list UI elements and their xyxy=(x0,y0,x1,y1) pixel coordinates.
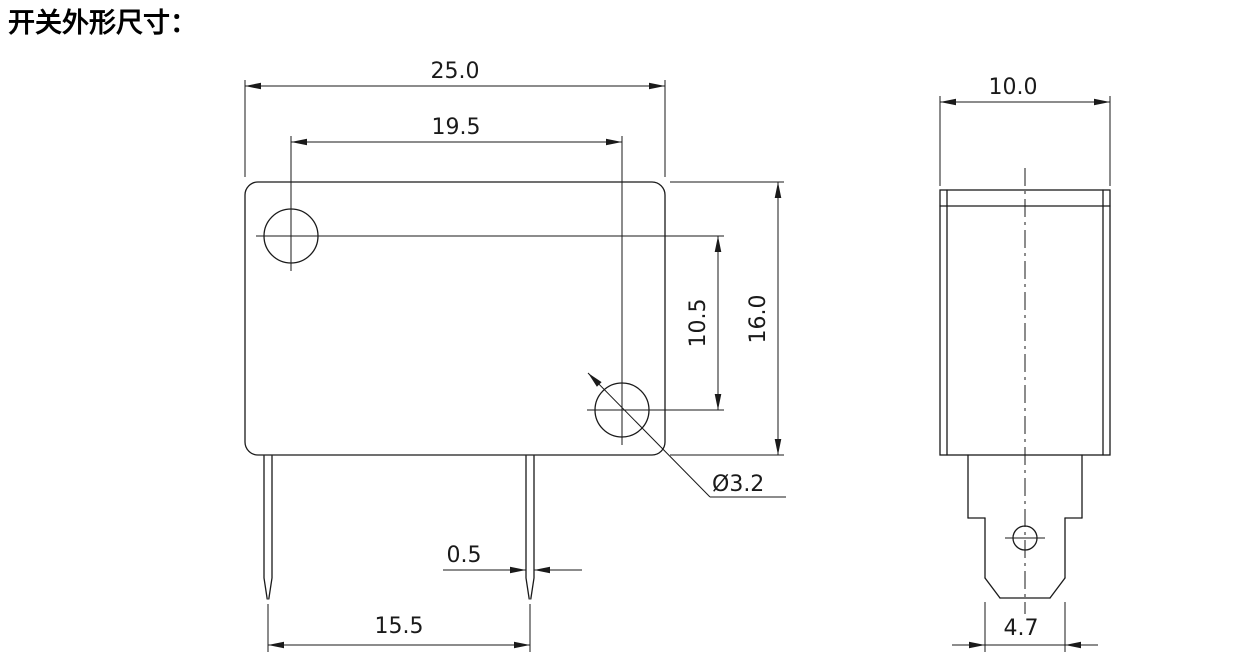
arrowhead xyxy=(1065,641,1081,649)
arrowhead xyxy=(1094,98,1110,106)
side-body-outline xyxy=(939,189,1111,456)
callout-hole-diameter-label: Ø3.2 xyxy=(712,472,764,497)
dim-hole-spacing-vertical: 10.5 xyxy=(686,236,722,410)
arrowhead xyxy=(534,566,550,574)
arrowhead xyxy=(774,182,782,198)
dim-overall-height: 16.0 xyxy=(670,181,784,456)
arrowhead xyxy=(606,138,622,146)
terminal-tab xyxy=(967,454,1083,599)
pin-edge xyxy=(530,455,535,600)
dim-hole-spacing-horizontal-label: 19.5 xyxy=(432,115,481,140)
left-pin xyxy=(263,455,273,600)
tab-chamfer xyxy=(984,577,1001,599)
dim-overall-height-label: 16.0 xyxy=(746,295,771,344)
dim-pin-spacing: 15.5 xyxy=(267,604,531,652)
arrowhead xyxy=(969,641,985,649)
drawing-title: 开关外形尺寸： xyxy=(8,8,197,38)
arrowhead xyxy=(940,98,956,106)
dim-pin-spacing-label: 15.5 xyxy=(375,614,424,639)
dim-overall-width-label: 25.0 xyxy=(431,59,480,84)
pin-edge xyxy=(268,455,273,600)
dim-overall-width: 25.0 xyxy=(244,59,666,177)
arrowhead xyxy=(510,566,526,574)
arrowhead xyxy=(291,138,307,146)
callout-hole-diameter: Ø3.2 xyxy=(587,372,786,498)
dim-pin-width: 0.5 xyxy=(443,543,582,574)
arrowhead xyxy=(714,394,722,410)
arrowhead xyxy=(588,373,602,387)
pin-edge xyxy=(263,455,268,600)
arrowhead xyxy=(649,82,665,90)
pin-edge xyxy=(525,455,530,600)
dim-hole-spacing-horizontal: 19.5 xyxy=(291,115,622,146)
switch-body-outline xyxy=(244,181,666,456)
front-view: 25.0 19.5 10.5 16.0 xyxy=(244,59,786,652)
arrowhead xyxy=(268,641,284,649)
dim-hole-spacing-vertical-label: 10.5 xyxy=(686,299,711,348)
tab-chamfer xyxy=(1049,577,1066,599)
arrowhead xyxy=(514,641,530,649)
dim-overall-depth-label: 10.0 xyxy=(989,75,1038,100)
arrowhead xyxy=(714,236,722,252)
arrowhead xyxy=(774,439,782,455)
leader-line xyxy=(587,372,711,498)
right-pin xyxy=(525,455,535,600)
dim-overall-depth: 10.0 xyxy=(939,75,1111,186)
dim-pin-width-label: 0.5 xyxy=(447,543,482,568)
dim-terminal-width-label: 4.7 xyxy=(1004,616,1039,641)
dim-terminal-width: 4.7 xyxy=(952,602,1098,652)
arrowhead xyxy=(245,82,261,90)
side-view: 10.0 4.7 xyxy=(939,75,1111,652)
